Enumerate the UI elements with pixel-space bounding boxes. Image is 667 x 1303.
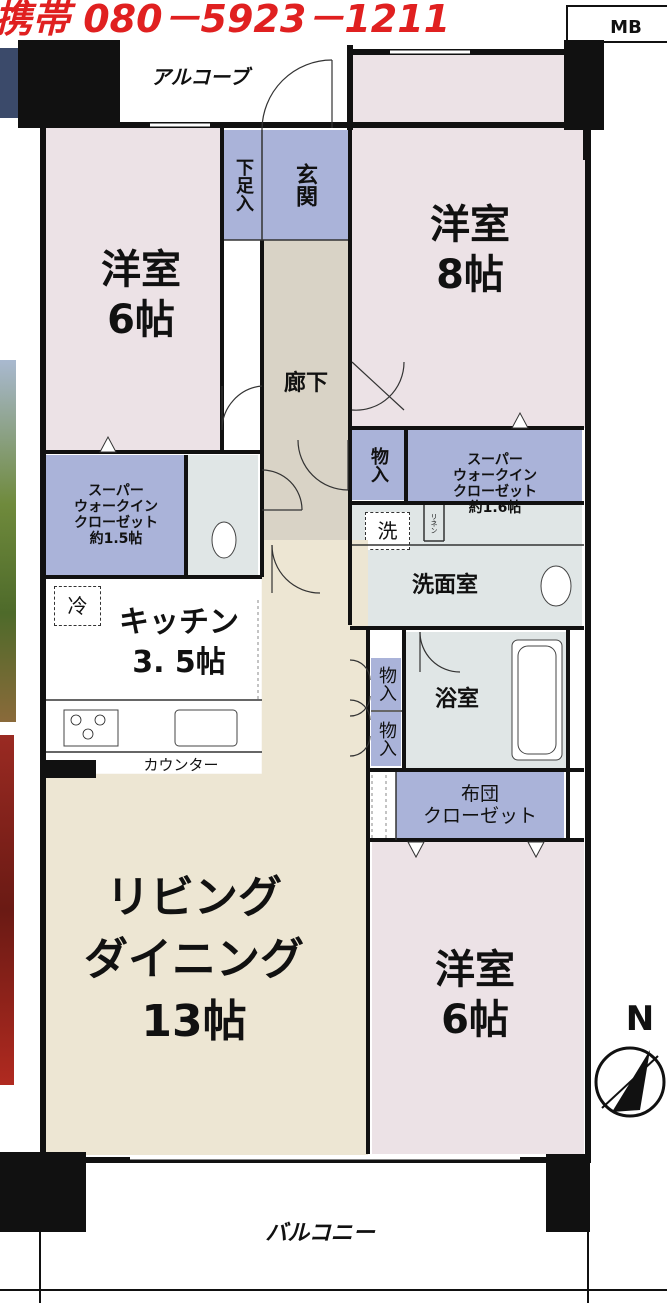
western-room-se-label: 洋室 6帖 xyxy=(435,947,515,1043)
western-room-nw xyxy=(46,128,222,452)
washer-mark: 洗 xyxy=(377,518,398,543)
north-label: N xyxy=(625,999,655,1039)
futon-closet-label: 布団 クローゼット xyxy=(422,783,537,827)
swic-left-label: スーパー ウォークイン クローゼット 約1.5帖 xyxy=(74,483,158,547)
swic-left-area xyxy=(46,455,186,575)
hallway-area xyxy=(262,240,350,540)
compass-icon xyxy=(594,1046,666,1118)
western-room-se xyxy=(372,842,584,1154)
photo-strip-bottom xyxy=(0,735,14,1085)
balcony-label: バルコニー xyxy=(265,1221,375,1246)
western-room-ne-label: 洋室 8帖 xyxy=(430,202,510,298)
hallway-label: 廊下 xyxy=(283,371,328,396)
kitchen-label: キッチン 3. 5帖 xyxy=(119,605,239,680)
western-room-nw-label: 洋室 6帖 xyxy=(101,247,181,343)
entrance-label: 玄関 xyxy=(292,163,317,207)
balcony-area xyxy=(40,1160,590,1303)
western-room-ne xyxy=(350,52,586,428)
storage-1-label: 物入 xyxy=(368,447,389,483)
storage-3-area xyxy=(371,712,401,766)
linen-label: リネン xyxy=(430,512,438,534)
photo-strip-mid xyxy=(0,360,16,722)
swic-right-label: スーパー ウォークイン クローゼット 約1.6帖 xyxy=(453,452,537,516)
shoe-cabinet-label: 下足入 xyxy=(233,158,254,212)
mb-box xyxy=(566,5,667,43)
living-dining-label: リビング ダイニング 13帖 xyxy=(84,872,304,1047)
photo-strip-top xyxy=(0,48,18,118)
storage-2-area xyxy=(371,658,401,710)
shoe-cabinet xyxy=(224,130,262,240)
bathroom-label: 浴室 xyxy=(434,687,479,712)
fridge-mark: 冷 xyxy=(54,586,101,626)
storage-3-label: 物入 xyxy=(376,721,397,757)
washroom-label: 洗面室 xyxy=(411,573,478,598)
counter-label: カウンター xyxy=(143,755,219,774)
alcove-label: アルコーブ xyxy=(150,65,250,89)
phone-number: 携帯 080－5923－1211 xyxy=(0,0,451,41)
washer-space xyxy=(365,512,410,550)
futon-closet-area xyxy=(396,772,564,838)
mb-label: MB xyxy=(610,16,642,38)
entrance-area xyxy=(262,130,348,240)
storage-1-area xyxy=(352,430,404,500)
alcove-area xyxy=(120,56,350,126)
storage-2-label: 物入 xyxy=(376,666,397,702)
